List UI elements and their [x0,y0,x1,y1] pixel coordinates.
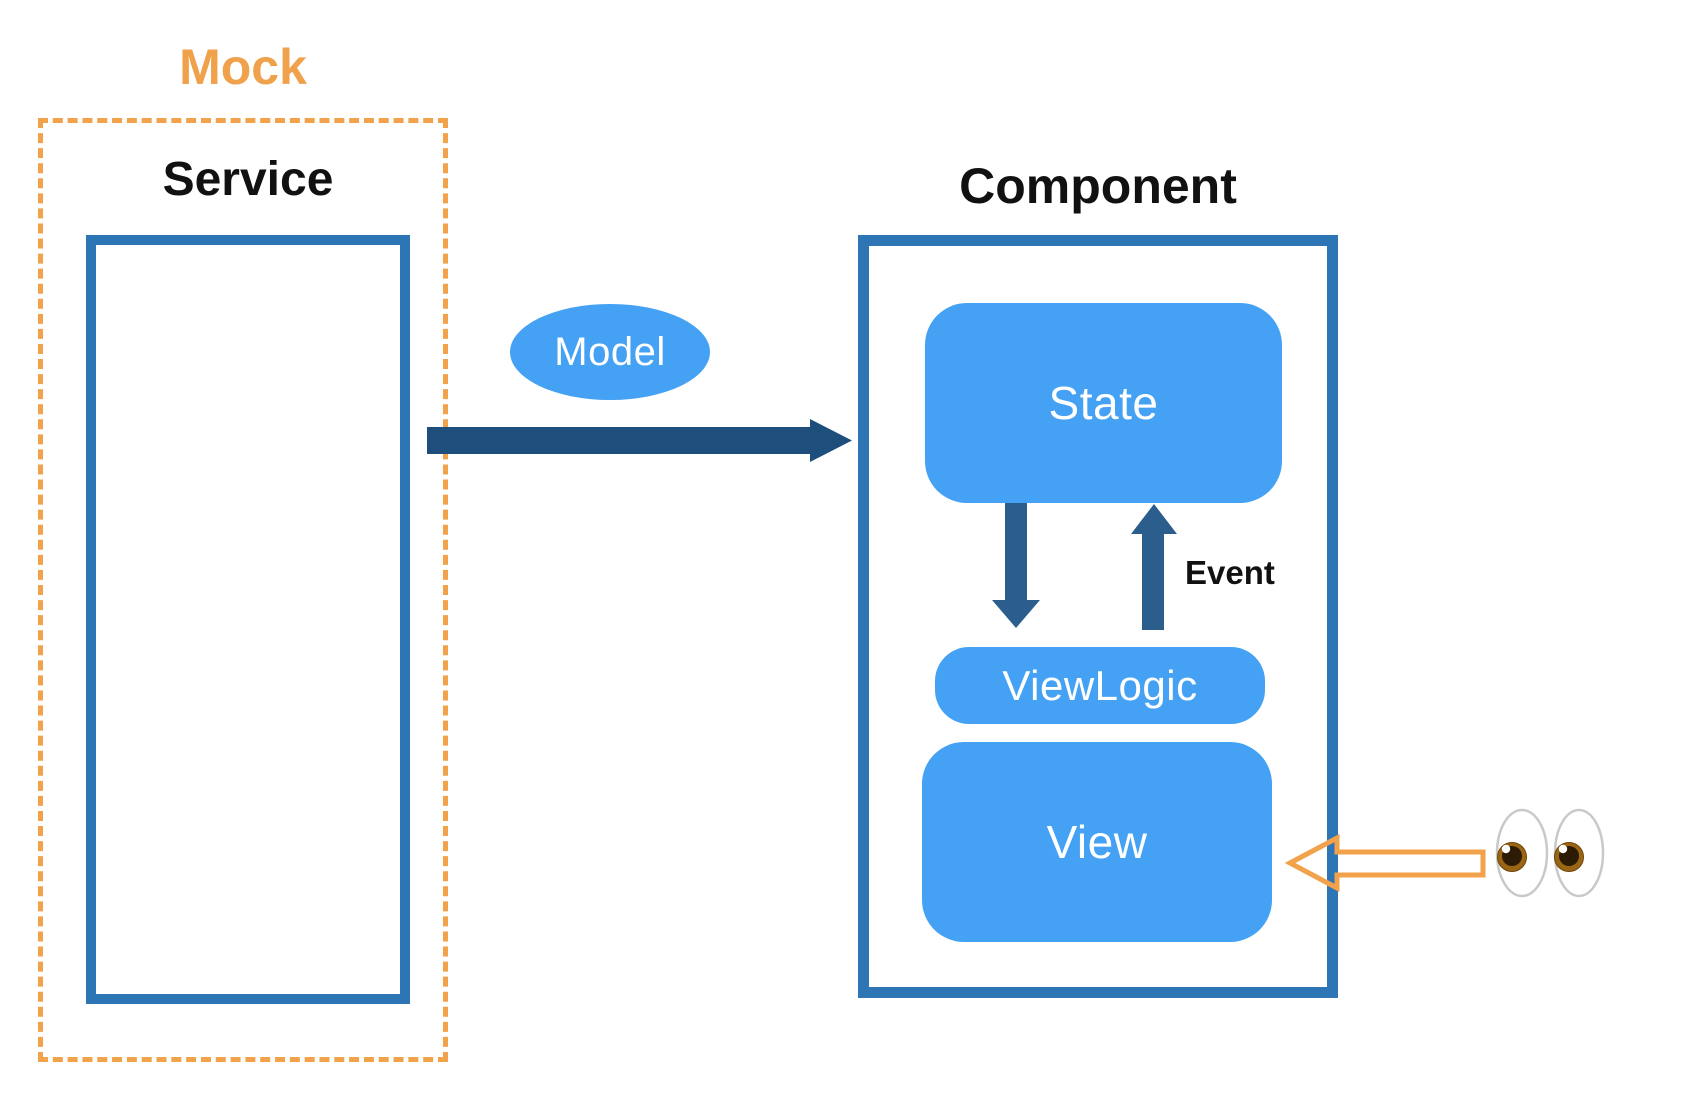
state-label: State [1048,377,1159,429]
view-label: View [1046,816,1148,868]
service-title: Service [162,153,334,206]
model-ellipse: Model [510,304,710,400]
mock-label: Mock [179,39,307,95]
eyes-icon [1495,808,1605,898]
mock-dashed-region [38,118,448,1062]
event-label: Event [1185,554,1275,591]
view-box: View [922,742,1272,942]
model-flow-arrow [427,419,852,462]
component-title: Component [959,158,1237,214]
service-box [86,235,410,1004]
viewlogic-box: ViewLogic [935,647,1265,724]
model-label: Model [554,329,666,374]
state-box: State [925,303,1282,503]
viewlogic-label: ViewLogic [1002,661,1198,709]
